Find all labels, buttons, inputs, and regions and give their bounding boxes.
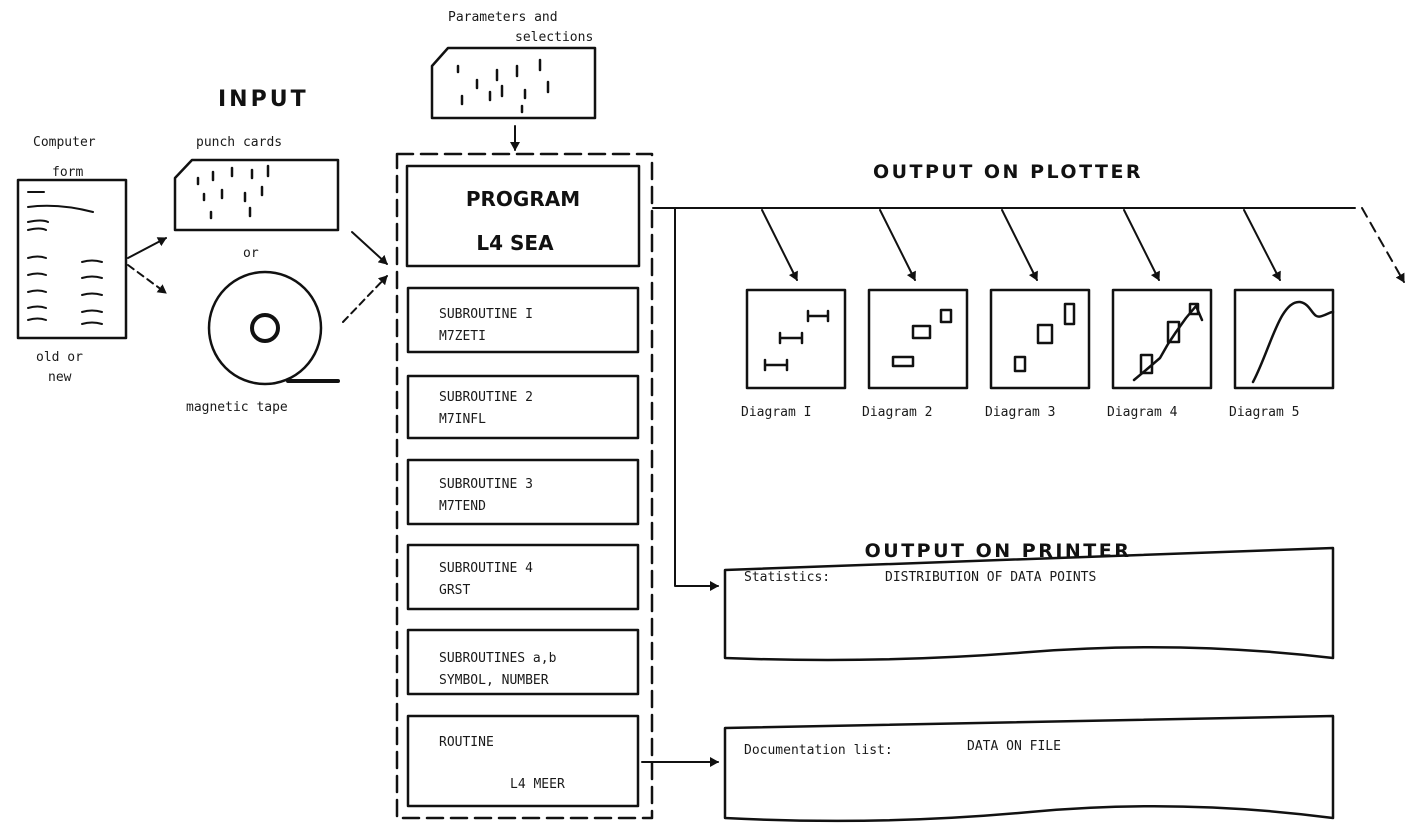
printer-heading: OUTPUT ON PRINTER [865,540,1132,562]
program-to-printer-arrow [675,208,718,586]
routine-title: ROUTINE [439,735,494,750]
statistics-printout [725,548,1333,660]
diagram-5-arrow [1244,210,1280,280]
diagram-5-label: Diagram 5 [1229,405,1299,420]
tape-to-program-arrow [343,276,387,322]
computer-form-label: Computer [33,135,96,150]
subroutine-4-box [408,545,638,609]
documentation-printout [725,716,1333,821]
form-to-cards-arrow [128,238,166,258]
parameters-label-2: selections [515,30,593,45]
subroutines-ab-name: SYMBOL, NUMBER [439,673,549,688]
form-to-tape-arrow [128,265,166,293]
computer-form-label-2: form [52,165,83,180]
statistics-value: DISTRIBUTION OF DATA POINTS [885,570,1096,585]
subroutine-3-name: M7TEND [439,499,486,514]
or-label: or [243,246,259,261]
routine-name: L4 MEER [510,777,565,792]
magnetic-tape-icon [209,272,338,384]
diagram-2-arrow [880,210,915,280]
diagram-1-arrow [762,210,797,280]
diagram-4-label: Diagram 4 [1107,405,1178,420]
curve-icon [1253,302,1333,382]
diagram-2-label: Diagram 2 [862,405,932,420]
parameters-label: Parameters and [448,10,558,25]
subroutine-1-name: M7ZETI [439,329,486,344]
boxes-trend-icon [1134,304,1202,380]
documentation-label: Documentation list: [744,743,893,758]
subroutine-1-title: SUBROUTINE I [439,307,533,322]
bar-segments-icon [765,311,828,370]
subroutine-2-name: M7INFL [439,412,486,427]
punch-cards-label: punch cards [196,135,282,150]
computer-form-caption: old or [36,350,83,365]
rectangles-icon [893,310,951,366]
subroutine-2-title: SUBROUTINE 2 [439,390,533,405]
rectangles-rising-icon [1015,304,1074,371]
diagram-4-arrow [1124,210,1159,280]
input-heading: INPUT [218,87,309,112]
diagram-3-arrow [1002,210,1037,280]
subroutine-4-title: SUBROUTINE 4 [439,561,533,576]
magnetic-tape-label: magnetic tape [186,400,288,415]
documentation-value: DATA ON FILE [967,739,1061,754]
diagram-1-label: Diagram I [741,405,811,420]
plotter-heading: OUTPUT ON PLOTTER [873,161,1143,183]
diagram-3-label: Diagram 3 [985,405,1055,420]
statistics-label: Statistics: [744,570,830,585]
computer-form-icon [18,180,126,338]
routine-box [408,716,638,806]
parameters-card-icon [432,48,595,118]
subroutine-3-box [408,460,638,524]
subroutines-ab-title: SUBROUTINES a,b [439,651,557,666]
cards-to-program-arrow [352,232,387,264]
diagram-5-thumbnail [1235,290,1333,388]
program-title: PROGRAM [466,187,580,211]
plotter-continue-arrow [1345,208,1404,282]
program-name: L4 SEA [476,231,554,255]
punch-card-icon [175,160,338,230]
subroutine-4-name: GRST [439,583,470,598]
subroutine-2-box [408,376,638,438]
subroutine-3-title: SUBROUTINE 3 [439,477,533,492]
computer-form-caption-2: new [48,370,72,385]
